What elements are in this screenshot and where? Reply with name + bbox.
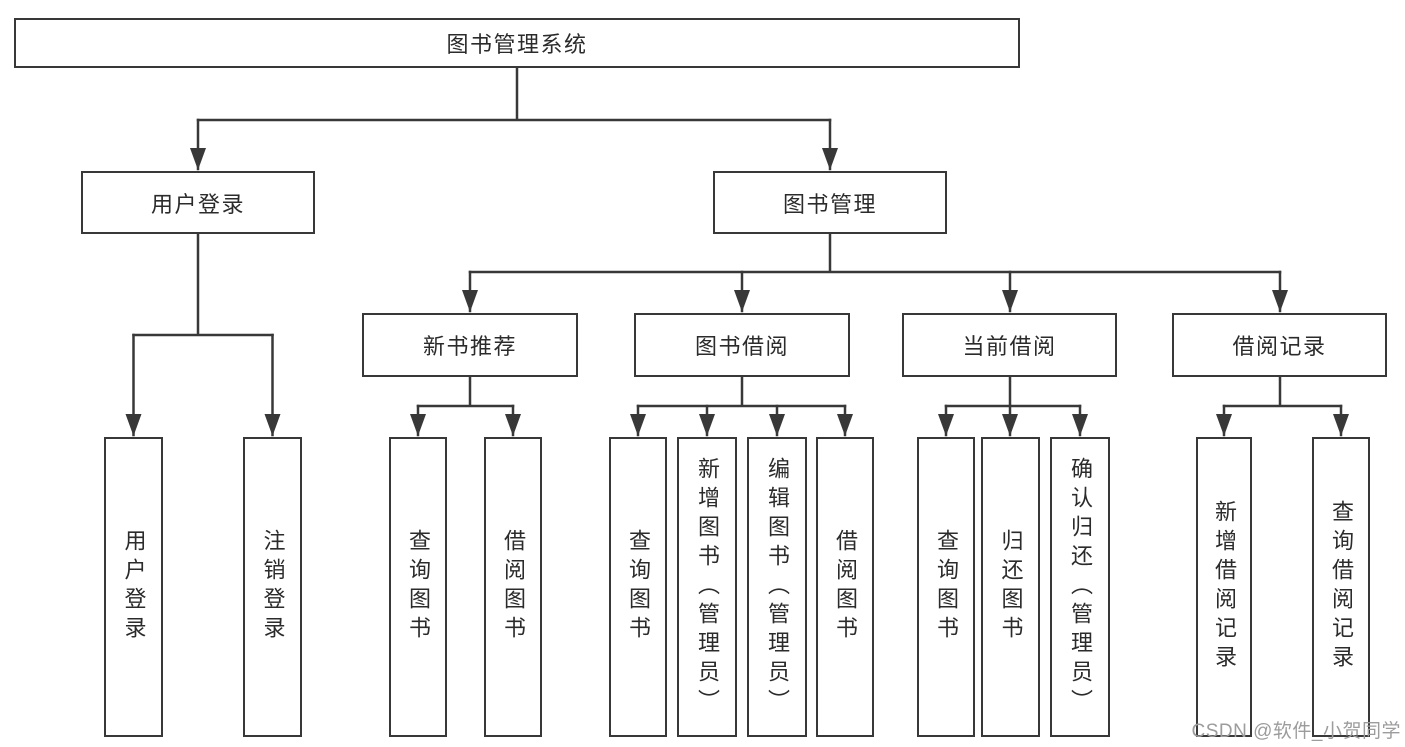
node-current-borrow: 当前借阅 bbox=[902, 313, 1117, 377]
connector-spine-current bbox=[944, 375, 1082, 408]
node-label: 借阅图书 bbox=[501, 529, 526, 645]
node-label: 查询图书 bbox=[934, 529, 959, 645]
node-query-borrow-record: 查询借阅记录 bbox=[1312, 437, 1370, 737]
node-label: 图书借阅 bbox=[694, 334, 789, 359]
node-label: 新增图书（管理员） bbox=[695, 456, 720, 718]
connector-spine-user bbox=[132, 232, 274, 337]
node-label: 借阅图书 bbox=[833, 529, 858, 645]
node-book-borrow: 图书借阅 bbox=[634, 313, 850, 377]
csdn-watermark: CSDN @软件_小贺同学 bbox=[1191, 721, 1401, 742]
node-borrow-records: 借阅记录 bbox=[1172, 313, 1387, 377]
node-query-books: 查询图书 bbox=[389, 437, 447, 737]
node-label: 用户登录 bbox=[150, 191, 245, 217]
node-label: 编辑图书（管理员） bbox=[765, 456, 790, 718]
node-label: 注销登录 bbox=[260, 529, 286, 645]
node-user-login-group: 用户登录 bbox=[81, 171, 315, 234]
node-confirm-return-admin: 确认归还（管理员） bbox=[1050, 437, 1110, 737]
node-label: 图书管理系统 bbox=[446, 32, 588, 57]
node-label: 查询图书 bbox=[626, 529, 651, 645]
node-book-management: 图书管理 bbox=[713, 171, 947, 234]
node-new-book-recommend: 新书推荐 bbox=[362, 313, 578, 377]
connector-spine-records bbox=[1222, 375, 1343, 408]
node-label: 新书推荐 bbox=[422, 334, 517, 359]
node-add-books-admin: 新增图书（管理员） bbox=[677, 437, 737, 737]
node-user-login: 用户登录 bbox=[104, 437, 163, 737]
connector-spine-borrow bbox=[636, 375, 847, 408]
node-label: 确认归还（管理员） bbox=[1068, 456, 1093, 718]
connector-spine-root bbox=[196, 66, 832, 122]
node-borrow-books: 借阅图书 bbox=[484, 437, 542, 737]
node-label: 查询借阅记录 bbox=[1329, 500, 1354, 674]
node-label: 查询图书 bbox=[406, 529, 431, 645]
node-label: 图书管理 bbox=[782, 191, 877, 217]
node-query-books: 查询图书 bbox=[917, 437, 975, 737]
node-logout: 注销登录 bbox=[243, 437, 302, 737]
node-return-books: 归还图书 bbox=[981, 437, 1040, 737]
node-edit-books-admin: 编辑图书（管理员） bbox=[747, 437, 807, 737]
connector-spine-recommend bbox=[416, 375, 515, 408]
node-label: 新增借阅记录 bbox=[1212, 500, 1237, 674]
node-label: 用户登录 bbox=[121, 529, 147, 645]
node-system-root: 图书管理系统 bbox=[14, 18, 1020, 68]
node-query-books: 查询图书 bbox=[609, 437, 667, 737]
node-label: 当前借阅 bbox=[962, 334, 1057, 359]
node-borrow-books: 借阅图书 bbox=[816, 437, 874, 737]
node-label: 借阅记录 bbox=[1232, 334, 1327, 359]
connector-spine-book bbox=[468, 232, 1282, 274]
node-label: 归还图书 bbox=[998, 529, 1024, 645]
node-add-borrow-record: 新增借阅记录 bbox=[1196, 437, 1252, 737]
